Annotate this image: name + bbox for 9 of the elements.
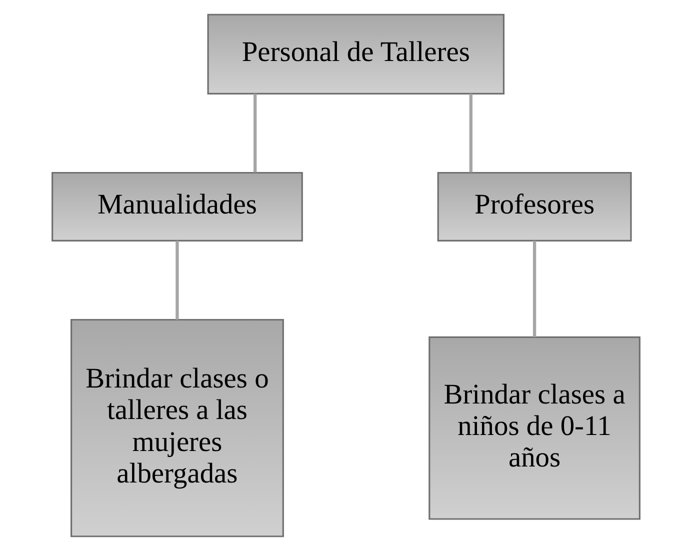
node-box: Brindar clases o talleres a las mujeres albergadas: [70, 318, 284, 538]
connector: [253, 94, 256, 172]
node-box: Brindar clases a niños de 0-11 años: [428, 336, 640, 520]
connector: [175, 240, 178, 320]
node-box: Manualidades: [51, 172, 302, 242]
connector: [532, 240, 536, 338]
connector: [468, 94, 472, 172]
node-box: Profesores: [436, 172, 632, 242]
node-box: Personal de Talleres: [206, 14, 504, 94]
